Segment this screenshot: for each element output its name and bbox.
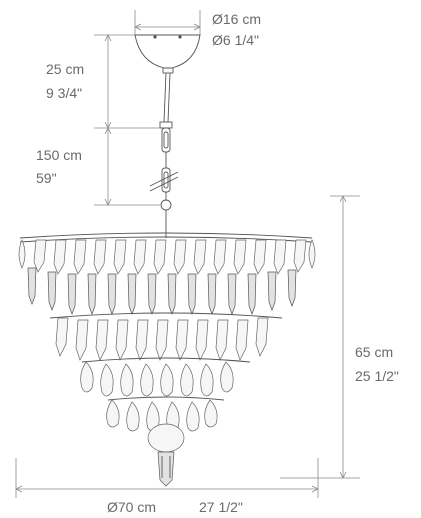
bottom-pendant <box>147 423 185 487</box>
crystal-tier-4 <box>106 399 218 432</box>
crystal-tier-3 <box>80 361 234 397</box>
chain-length-in-label: 59" <box>36 170 57 186</box>
body-height-cm-label: 65 cm <box>355 344 393 360</box>
body-diameter-dimension <box>15 458 319 498</box>
chain-length-cm-label: 150 cm <box>36 147 82 163</box>
canopy-height-dimension <box>94 34 165 129</box>
ceiling-canopy <box>134 34 201 74</box>
suspension-chain <box>149 72 179 238</box>
body-diameter-cm-label: Ø70 cm <box>107 499 156 515</box>
canopy-height-in-label: 9 3/4" <box>46 85 82 101</box>
canopy-diameter-dimension <box>134 10 201 35</box>
chandelier-body <box>18 232 316 487</box>
canopy-height-cm-label: 25 cm <box>46 61 84 77</box>
crystal-tier-2 <box>55 317 269 361</box>
canopy-diameter-in-label: Ø6 1/4" <box>212 32 259 48</box>
crystal-tier-1 <box>18 239 316 315</box>
body-height-dimension <box>280 195 360 479</box>
body-height-in-label: 25 1/2" <box>355 368 399 384</box>
canopy-diameter-cm-label: Ø16 cm <box>212 11 261 27</box>
chain-length-dimension <box>94 127 160 206</box>
body-diameter-in-label: 27 1/2" <box>199 499 243 515</box>
